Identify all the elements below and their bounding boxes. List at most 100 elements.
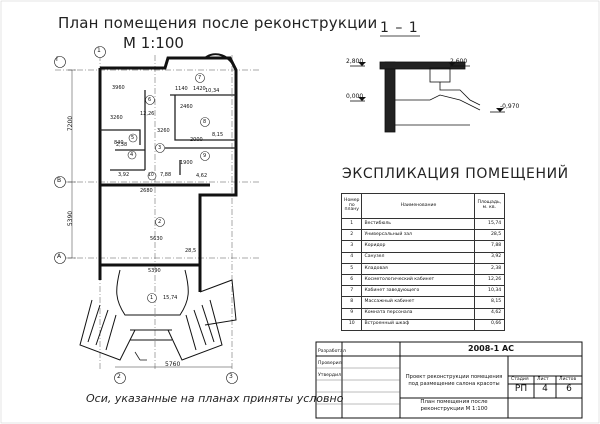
dim-left-bottom: 5390 (67, 210, 75, 227)
sheets-value: 6 (566, 384, 572, 394)
cell: Санузел (361, 251, 476, 264)
entrance-portico (79, 269, 223, 361)
cell: 2,38 (474, 262, 506, 275)
level-label: 0,000 (346, 93, 364, 100)
cell: 7,88 (474, 240, 506, 253)
area-label: 28,5 (185, 248, 197, 254)
axis-label-row: Г (56, 56, 60, 63)
axis-label-col: 1 (97, 47, 101, 54)
cell: Универсальный зал (361, 229, 476, 242)
cell: 8,15 (474, 296, 506, 309)
axis-bubble-col (94, 46, 106, 58)
area-label: 8,15 (212, 132, 224, 138)
level-label: 2,600 (450, 58, 468, 65)
dim-label: 2680 (140, 188, 153, 194)
project-name: Проект реконструкции помещения под разме… (405, 374, 503, 387)
plan-title: План помещения после реконструкции (58, 14, 378, 32)
cell: Коридор (361, 240, 476, 253)
cell: 3,92 (474, 251, 506, 264)
header-cell: Площадь, м. кв. (474, 193, 506, 219)
level-label: 2,800 (346, 58, 364, 65)
dim-label: 1420 (193, 86, 206, 92)
room-tag: 3 (158, 145, 162, 151)
cell: 6 (340, 273, 363, 287)
header-cell: Номер по плану (340, 193, 363, 219)
cell: 4,62 (474, 307, 506, 320)
section-title: 1 – 1 (380, 20, 419, 36)
cell: Вестибюль (361, 217, 476, 231)
area-label: 2,38 (116, 142, 128, 148)
cell: 10,34 (474, 285, 506, 298)
room-tag: 9 (203, 153, 207, 159)
room-tag: 6 (148, 97, 152, 103)
cell: 8 (340, 296, 363, 309)
cell: 5 (340, 262, 363, 275)
drawing-code: 2008-1 АС (468, 344, 514, 353)
axis-bubble-row (54, 176, 66, 188)
dim-label: 2000 (190, 137, 203, 143)
role-label: Утвердил (318, 373, 342, 378)
axis-bubble-row (54, 56, 66, 68)
cell: 28,5 (474, 229, 506, 242)
dim-label: 3260 (110, 115, 123, 121)
room-tag: 8 (203, 119, 207, 125)
partitions (100, 90, 236, 175)
area-label: 10,34 (205, 88, 220, 94)
cell: Комната персонала (361, 307, 476, 320)
axis-bubble-col (226, 372, 238, 384)
room-tag: 5 (131, 135, 135, 141)
dim-label: 1140 (175, 86, 188, 92)
cell: 4 (340, 251, 363, 264)
cell: Массажный кабинет (361, 296, 476, 309)
axis-label-col: 3 (229, 373, 233, 380)
axis-bubble-col (114, 372, 126, 384)
cell: 9 (340, 307, 363, 320)
cell: Кабинет заведующего (361, 285, 476, 298)
area-label: 4,62 (196, 173, 208, 179)
cell: 0,66 (474, 318, 506, 331)
dim-label: 840 (114, 140, 124, 146)
dim-bottom: 5760 (165, 361, 181, 368)
section-drawing (350, 35, 505, 133)
cell: 12,26 (474, 273, 506, 287)
axis-label-col: 2 (117, 373, 121, 380)
plan-scale: М 1:100 (123, 34, 184, 52)
stage-value: РП (514, 384, 528, 394)
cell: 1 (340, 217, 363, 231)
sheet-header: Лист (537, 377, 549, 382)
axis-bubble-row (54, 252, 66, 264)
room-tag: 1 (150, 295, 154, 301)
cell: 2 (340, 229, 363, 242)
axis-label-row: В (57, 177, 62, 184)
area-label: 12,26 (140, 111, 155, 117)
sheet-name: План помещения после реконструкции М 1:1… (420, 399, 488, 413)
dim-label: 1900 (180, 160, 193, 166)
dim-label: 2460 (180, 104, 193, 110)
area-label: 3,92 (118, 172, 130, 178)
room-tag: 4 (130, 152, 134, 158)
cell: Кладовая (361, 262, 476, 275)
cell: 15,74 (474, 217, 506, 231)
area-label: 15,74 (163, 295, 178, 301)
cell: 7 (340, 285, 363, 298)
room-tag: 2 (158, 219, 162, 225)
header-cell: Наименование (361, 193, 476, 219)
walls (98, 56, 238, 292)
cell: 3 (340, 240, 363, 253)
explication-title: ЭКСПЛИКАЦИЯ ПОМЕЩЕНИЙ (342, 166, 569, 182)
room-tag: 10 (148, 173, 154, 178)
dim-left-top: 7200 (67, 115, 75, 132)
room-tag: 7 (198, 75, 202, 81)
explication-table: Номер по плану Наименование Площадь, м. … (340, 193, 506, 331)
role-label: Разработал (318, 349, 346, 354)
